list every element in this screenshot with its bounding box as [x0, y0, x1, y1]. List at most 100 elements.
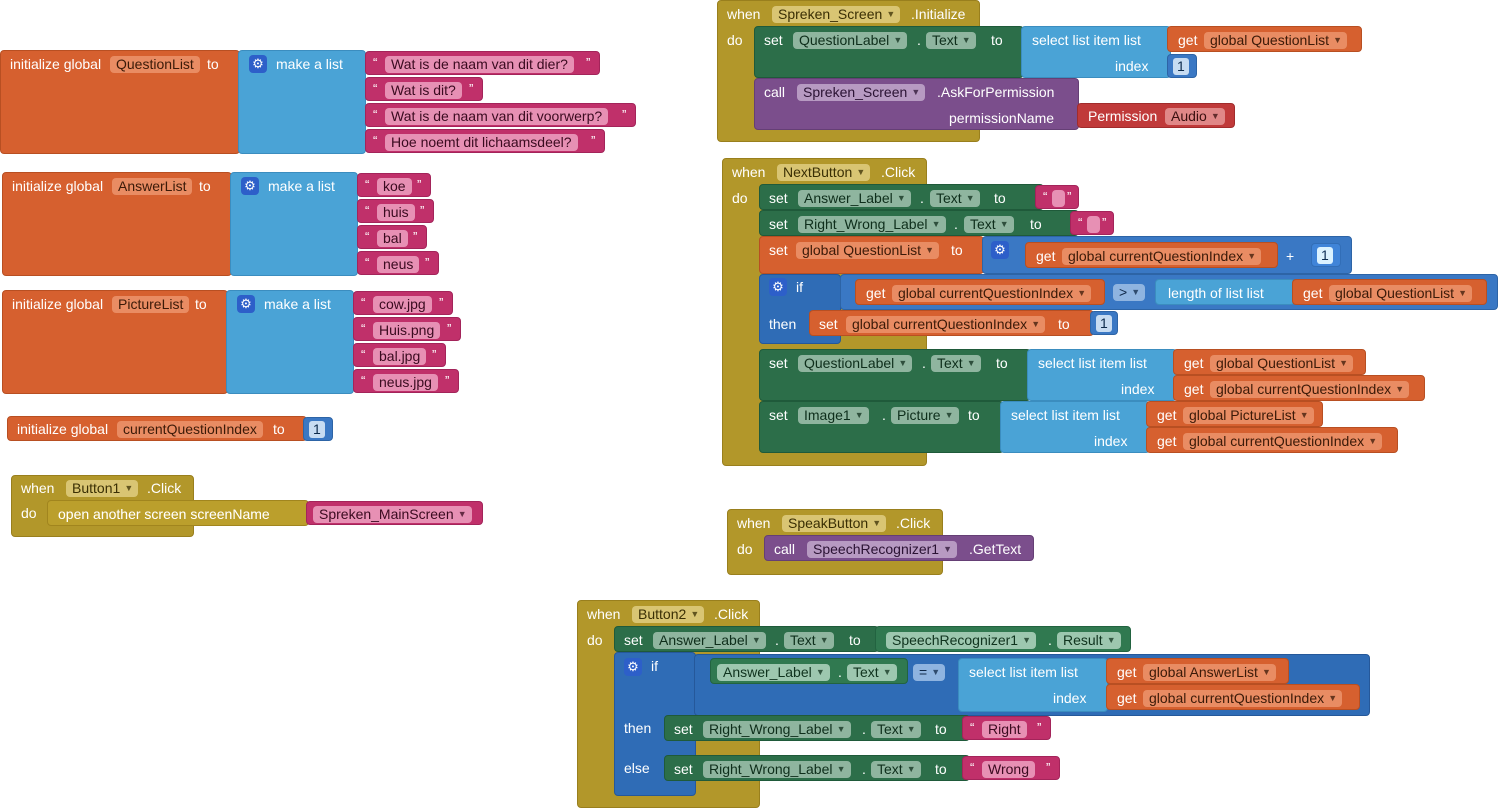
- component-dropdown[interactable]: Image1▼: [798, 407, 869, 424]
- property-dropdown[interactable]: Text▼: [931, 355, 981, 372]
- text-block[interactable]: “ Wrong ”: [962, 756, 1060, 780]
- length-of-list-block[interactable]: length of list list: [1155, 279, 1295, 305]
- variable-dropdown[interactable]: global PictureList▼: [1183, 407, 1314, 424]
- get-variable-block[interactable]: get global PictureList▼: [1146, 401, 1323, 427]
- property-dropdown[interactable]: Text▼: [871, 761, 921, 778]
- make-a-list-block[interactable]: ⚙ make a list: [238, 50, 366, 154]
- text-value[interactable]: Wrong: [982, 761, 1035, 778]
- variable-dropdown[interactable]: global QuestionList▼: [1329, 285, 1473, 302]
- text-block[interactable]: “ Wat is dit? ”: [365, 77, 483, 101]
- text-block[interactable]: “ Huis.png ”: [353, 317, 461, 341]
- mutator-gear-icon[interactable]: ⚙: [769, 278, 787, 296]
- set-answer-label-text-block[interactable]: set Answer_Label▼ . Text▼ to: [759, 184, 1044, 210]
- text-value[interactable]: Wat is de naam van dit voorwerp?: [385, 108, 609, 125]
- set-right-wrong-label-text-block[interactable]: set Right_Wrong_Label▼ . Text▼ to: [759, 210, 1079, 236]
- text-block[interactable]: “ koe ”: [357, 173, 431, 197]
- property-dropdown[interactable]: Text▼: [930, 190, 980, 207]
- property-dropdown[interactable]: Text▼: [871, 721, 921, 738]
- permission-block[interactable]: Permission Audio▼: [1077, 103, 1235, 128]
- component-dropdown[interactable]: Answer_Label▼: [653, 632, 766, 649]
- select-list-item-block[interactable]: select list item list index: [1027, 349, 1177, 401]
- init-global-questionlist-block[interactable]: initialize global QuestionList to: [0, 50, 240, 154]
- number-block[interactable]: 1: [1167, 54, 1197, 78]
- component-dropdown[interactable]: Right_Wrong_Label▼: [798, 216, 946, 233]
- select-list-item-block[interactable]: select list item list index: [1000, 401, 1150, 453]
- get-variable-block[interactable]: get global QuestionList▼: [1173, 349, 1366, 375]
- number-value[interactable]: 1: [1317, 247, 1333, 264]
- text-value[interactable]: cow.jpg: [373, 296, 432, 313]
- set-questionlabel-text-block[interactable]: set QuestionLabel▼ . Text▼ to: [759, 349, 1031, 401]
- set-image1-picture-block[interactable]: set Image1▼ . Picture▼ to: [759, 401, 1004, 453]
- variable-dropdown[interactable]: global currentQuestionIndex▼: [1143, 690, 1343, 707]
- init-global-picturelist-block[interactable]: initialize global PictureList to: [2, 290, 228, 394]
- property-dropdown[interactable]: Text▼: [926, 32, 976, 49]
- call-askforpermission-block[interactable]: call Spreken_Screen▼ .AskForPermission p…: [754, 78, 1079, 130]
- component-dropdown[interactable]: SpeakButton▼: [782, 515, 887, 532]
- mutator-gear-icon[interactable]: ⚙: [624, 658, 642, 676]
- mutator-gear-icon[interactable]: ⚙: [991, 241, 1009, 259]
- property-dropdown[interactable]: Text▼: [784, 632, 834, 649]
- var-name-answerlist[interactable]: AnswerList: [112, 178, 193, 195]
- component-dropdown[interactable]: Button1▼: [66, 480, 139, 497]
- call-gettext-block[interactable]: call SpeechRecognizer1▼ .GetText: [764, 535, 1034, 561]
- set-right-wrong-label-text-block[interactable]: set Right_Wrong_Label▼ . Text▼ to: [664, 715, 970, 741]
- text-value[interactable]: huis: [377, 204, 415, 221]
- text-block[interactable]: “ huis ”: [357, 199, 434, 223]
- component-dropdown[interactable]: Right_Wrong_Label▼: [703, 721, 851, 738]
- text-block[interactable]: “ cow.jpg ”: [353, 291, 453, 315]
- number-block[interactable]: 1: [1311, 243, 1341, 267]
- property-dropdown[interactable]: Result▼: [1057, 632, 1121, 649]
- component-dropdown[interactable]: SpeechRecognizer1▼: [807, 541, 958, 558]
- set-answer-label-text-block[interactable]: set Answer_Label▼ . Text▼ to: [614, 626, 879, 652]
- property-dropdown[interactable]: Text▼: [964, 216, 1014, 233]
- get-variable-block[interactable]: get global currentQuestionIndex▼: [855, 279, 1105, 305]
- text-block[interactable]: “ bal.jpg ”: [353, 343, 446, 367]
- component-dropdown[interactable]: SpeechRecognizer1▼: [886, 632, 1037, 649]
- permission-dropdown[interactable]: Audio▼: [1165, 108, 1225, 125]
- var-name-picturelist[interactable]: PictureList: [112, 296, 190, 313]
- set-global-variable-block[interactable]: set global currentQuestionIndex▼ to: [809, 310, 1094, 336]
- empty-text-block[interactable]: “ ”: [1035, 185, 1079, 209]
- get-variable-block[interactable]: get global AnswerList▼: [1106, 658, 1289, 684]
- component-dropdown[interactable]: Answer_Label▼: [798, 190, 911, 207]
- variable-dropdown[interactable]: global currentQuestionIndex▼: [1183, 433, 1383, 450]
- text-value[interactable]: koe: [377, 178, 412, 195]
- get-variable-block[interactable]: get global currentQuestionIndex▼: [1173, 375, 1425, 401]
- text-value[interactable]: neus: [377, 256, 420, 273]
- open-another-screen-block[interactable]: open another screen screenName: [47, 500, 309, 526]
- text-value[interactable]: Hoe noemt dit lichaamsdeel?: [385, 134, 578, 151]
- empty-text-value[interactable]: [1052, 190, 1065, 207]
- get-variable-block[interactable]: get global currentQuestionIndex▼: [1025, 242, 1278, 268]
- text-block[interactable]: Spreken_MainScreen▼: [306, 501, 483, 525]
- get-variable-block[interactable]: get global QuestionList▼: [1167, 26, 1362, 52]
- text-block[interactable]: “ neus ”: [357, 251, 439, 275]
- number-value[interactable]: 1: [1173, 58, 1189, 75]
- init-global-answerlist-block[interactable]: initialize global AnswerList to: [2, 172, 232, 276]
- text-value[interactable]: Wat is dit?: [385, 82, 462, 99]
- empty-text-block[interactable]: “ ”: [1070, 211, 1114, 235]
- variable-dropdown[interactable]: global currentQuestionIndex▼: [846, 316, 1046, 333]
- variable-dropdown[interactable]: global QuestionList▼: [796, 242, 940, 259]
- component-dropdown[interactable]: Button2▼: [632, 606, 705, 623]
- component-dropdown[interactable]: Spreken_Screen▼: [797, 84, 926, 101]
- component-dropdown[interactable]: QuestionLabel▼: [793, 32, 908, 49]
- text-block[interactable]: “ Wat is de naam van dit voorwerp? ”: [365, 103, 636, 127]
- mutator-gear-icon[interactable]: ⚙: [237, 295, 255, 313]
- text-value[interactable]: neus.jpg: [373, 374, 438, 391]
- text-block[interactable]: “ Hoe noemt dit lichaamsdeel? ”: [365, 129, 605, 153]
- text-value[interactable]: bal.jpg: [373, 348, 427, 365]
- number-block[interactable]: 1: [1090, 311, 1118, 335]
- get-variable-block[interactable]: get global currentQuestionIndex▼: [1146, 427, 1398, 453]
- variable-dropdown[interactable]: global currentQuestionIndex▼: [1210, 381, 1410, 398]
- text-block[interactable]: “ Right ”: [962, 716, 1051, 740]
- if-then-block[interactable]: ⚙ if then: [759, 274, 841, 344]
- component-dropdown[interactable]: Answer_Label▼: [717, 664, 830, 681]
- set-questionlabel-text-block[interactable]: set QuestionLabel▼ . Text▼ to: [754, 26, 1024, 78]
- text-value[interactable]: bal: [377, 230, 408, 247]
- make-a-list-block[interactable]: ⚙ make a list: [230, 172, 358, 276]
- screen-name-dropdown[interactable]: Spreken_MainScreen▼: [313, 506, 472, 523]
- component-dropdown[interactable]: NextButton▼: [777, 164, 871, 181]
- variable-dropdown[interactable]: global currentQuestionIndex▼: [1062, 248, 1262, 265]
- text-value[interactable]: Huis.png: [373, 322, 441, 339]
- select-list-item-block[interactable]: select list item list index: [958, 658, 1108, 712]
